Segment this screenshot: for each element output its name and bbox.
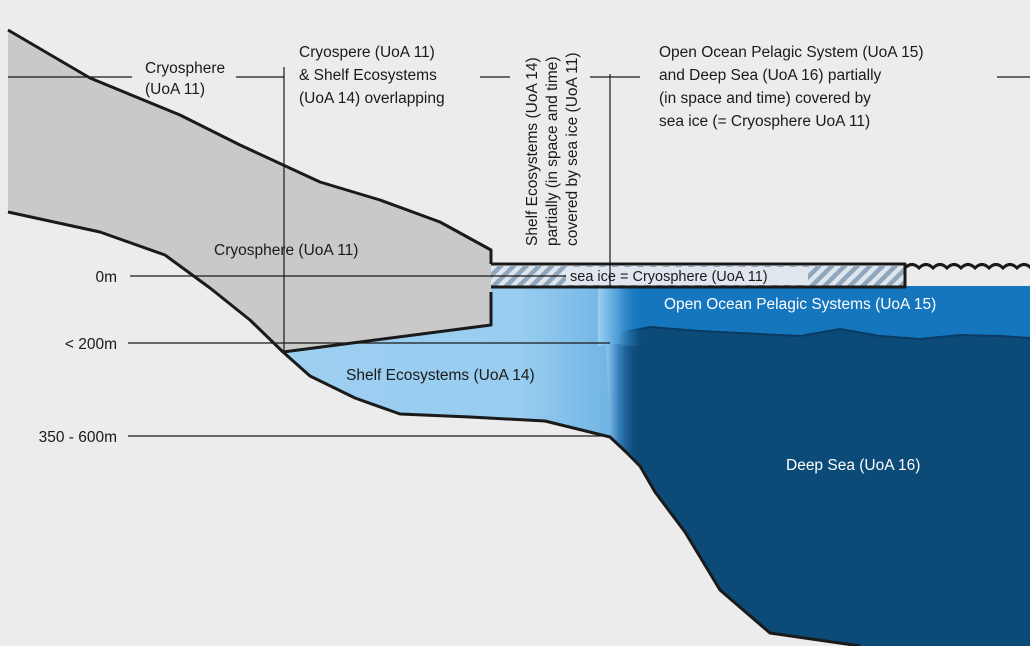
deep-sea-region bbox=[610, 327, 1030, 646]
cryosphere-region bbox=[8, 30, 491, 352]
shelf-partial-rotated: Shelf Ecosystems (UoA 14) partially (in … bbox=[524, 52, 581, 246]
shelf-partial-line-3: covered by sea ice (UoA 11) bbox=[564, 52, 581, 246]
depth-label-shelf-break: < 200m bbox=[65, 336, 117, 353]
open-ocean-region bbox=[610, 286, 1030, 344]
overlap-label: Cryospere (UoA 11) & Shelf Ecosystems (U… bbox=[299, 44, 445, 107]
cryosphere-body-label: Cryosphere (UoA 11) bbox=[214, 242, 358, 259]
shelf-partial-line-1: Shelf Ecosystems (UoA 14) bbox=[524, 57, 541, 246]
open-ocean-body-label: Open Ocean Pelagic Systems (UoA 15) bbox=[664, 296, 936, 313]
ice-top-outline bbox=[7, 28, 493, 264]
sea-ice-label: sea ice = Cryosphere (UoA 11) bbox=[570, 269, 768, 285]
slope-transition bbox=[606, 344, 640, 470]
depth-label-slope: 350 - 600m bbox=[39, 429, 117, 446]
shelf-partial-line-2: partially (in space and time) bbox=[544, 56, 561, 246]
sea-ice-outline bbox=[491, 262, 907, 289]
open-ocean-top-label: Open Ocean Pelagic System (UoA 15) and D… bbox=[659, 44, 928, 130]
shelf-region bbox=[283, 286, 612, 437]
deep-sea-top-edge bbox=[611, 325, 1030, 347]
shelf-body-label: Shelf Ecosystems (UoA 14) bbox=[346, 367, 535, 384]
cryosphere-top-label: Cryosphere (UoA 11) bbox=[145, 60, 229, 98]
seafloor-outline bbox=[7, 210, 861, 646]
deep-sea-body-label: Deep Sea (UoA 16) bbox=[786, 457, 920, 474]
shelf-break-transition bbox=[598, 286, 642, 346]
depth-label-surface: 0m bbox=[95, 269, 117, 286]
sea-ice-label-box bbox=[566, 267, 808, 285]
sea-surface-waves bbox=[903, 263, 1030, 271]
